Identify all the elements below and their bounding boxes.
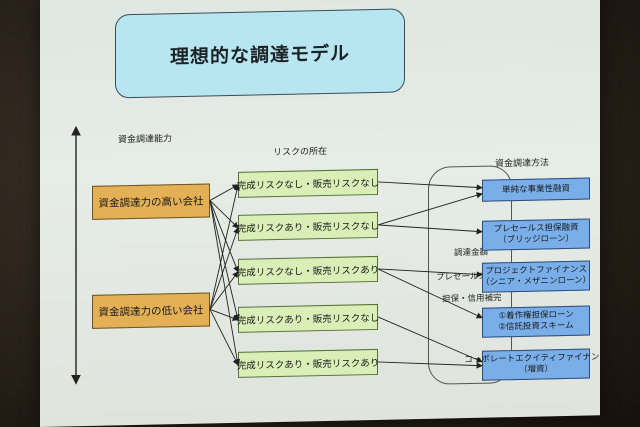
method-presales-loan-line2: （ブリッジローン） <box>497 233 575 246</box>
edge-low-to-risk1 <box>209 183 240 310</box>
edge-low-to-risk3 <box>209 271 239 310</box>
method-simple-loan-line1: 単純な事業性融資 <box>501 183 570 196</box>
method-copyright-trust: ①着作権担保ローン ②信託投資スキーム <box>482 305 590 338</box>
method-equity-finance: コーポレートエクイティファイナンス （増資） <box>464 348 608 381</box>
method-presales-loan: プレセールス担保融資 （ブリッジローン） <box>482 218 590 251</box>
edge-low-to-risk5 <box>209 309 239 366</box>
method-project-finance-line2: （シニア・メザニンローン） <box>480 275 592 288</box>
header-risk-location: リスクの所在 <box>273 146 328 159</box>
risk-completion-no-sales-yes: 完成リスクなし・販売リスクあり <box>237 255 379 285</box>
guarantee-label: 担保・信用補完 <box>442 293 502 305</box>
method-simple-loan: 単純な事業性融資 <box>482 177 590 202</box>
edge-low-to-risk2 <box>209 226 240 310</box>
presentation-slide: 理想的な調達モデル 資金調達能力 リスクの所在 資金調達方法 調達金額 プレセー… <box>40 0 608 427</box>
risk-both-yes: 完成リスクあり・販売リスクあり <box>237 348 379 378</box>
method-copyright-trust-line2: ②信託投資スキーム <box>498 320 574 333</box>
header-method: 資金調達方法 <box>495 158 550 170</box>
company-high-capability: 資金調達力の高い会社 <box>92 183 210 220</box>
title-box: 理想的な調達モデル <box>115 8 405 99</box>
risk-completion-yes-sales-no-2: 完成リスクあり・販売リスクなし <box>237 303 379 333</box>
risk-none-none: 完成リスクなし・販売リスクなし <box>237 168 379 198</box>
company-low-capability: 資金調達力の低い会社 <box>92 292 210 329</box>
edge-high-to-risk5 <box>209 200 241 366</box>
slide-title: 理想的な調達モデル <box>169 42 350 68</box>
edge-high-to-risk2 <box>209 200 239 229</box>
edge-high-to-risk3 <box>209 200 239 273</box>
edge-low-to-risk4 <box>209 309 239 321</box>
edge-high-to-risk4 <box>209 200 240 321</box>
header-capability: 資金調達能力 <box>118 134 173 146</box>
edge-high-to-risk1 <box>209 184 239 201</box>
method-equity-finance-line2: （増資） <box>518 364 553 375</box>
risk-completion-yes-sales-no: 完成リスクあり・販売リスクなし <box>237 211 379 241</box>
method-project-finance: プロジェクトファイナンス （シニア・メザニンローン） <box>480 260 592 293</box>
